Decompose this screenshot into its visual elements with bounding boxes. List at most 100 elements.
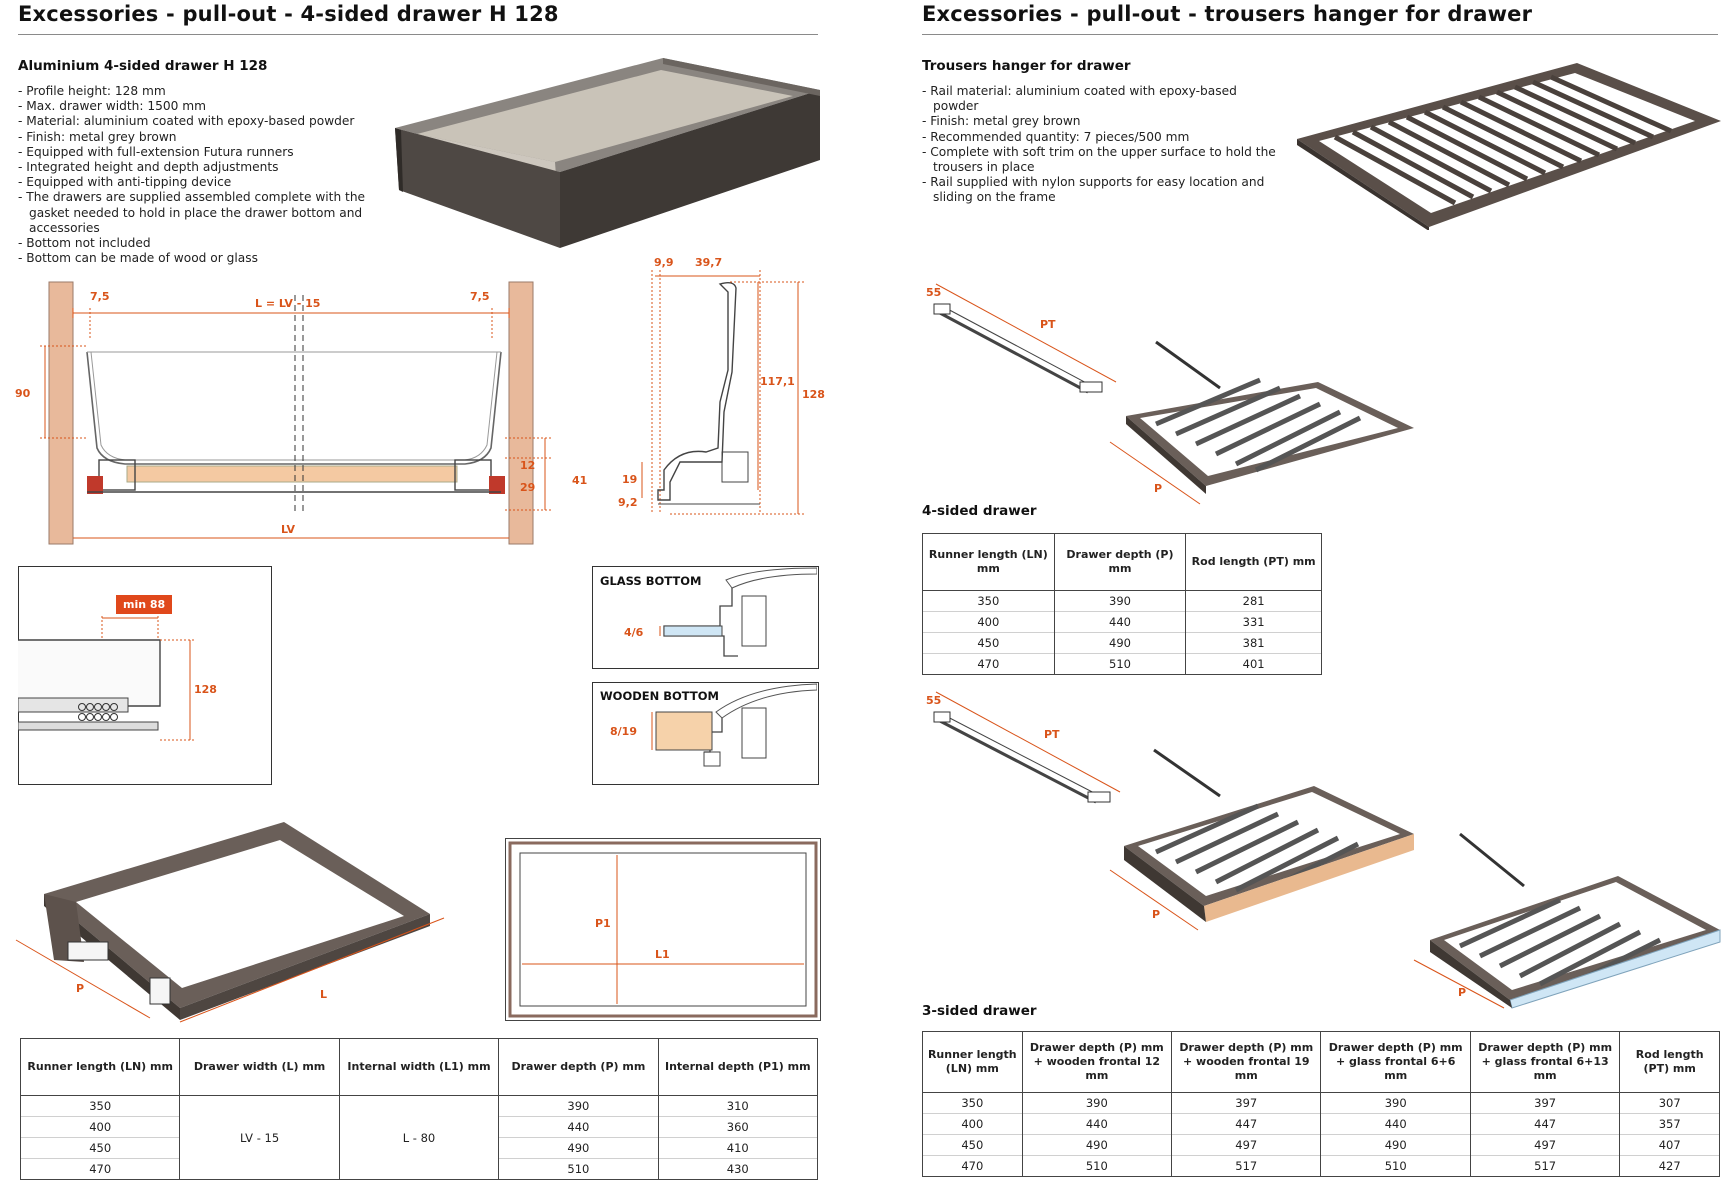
wooden-bottom-drawing: 8/19: [610, 683, 817, 767]
rail2-dim-55: 55: [926, 694, 941, 707]
table-row: 350 390 281: [922, 590, 1322, 612]
four-sided-table: Runner length (LN) mm Drawer depth (P) m…: [922, 533, 1322, 675]
table-header-row: Runner length (LN) mm Drawer width (L) m…: [19, 1038, 819, 1096]
rail-dim-55: 55: [926, 286, 941, 299]
cell: 350: [922, 590, 1055, 612]
col-header: Rod length (PT) mm: [1185, 533, 1322, 591]
three-sided-table: Runner length (LN) mm Drawer depth (P) m…: [922, 1031, 1720, 1177]
table-row: 450 490 497 490 497 407: [922, 1134, 1720, 1156]
cell: 470: [922, 653, 1055, 675]
profile-detail-drawing: 9,9 39,7 117,1 128 19 9,2: [618, 256, 825, 515]
dim-29: 29: [520, 481, 535, 494]
rail-4-sided-drawer-drawing: 55 PT P: [926, 283, 1414, 505]
table-row: 470 510 517 510 517 427: [922, 1155, 1720, 1177]
cell: 397: [1171, 1092, 1322, 1114]
cell: 470: [19, 1158, 181, 1180]
cell: 400: [922, 611, 1055, 633]
dim-128-profile: 128: [802, 388, 825, 401]
dim-inner-width: L = LV - 15: [255, 297, 320, 310]
right-subtitle: Trousers hanger for drawer: [922, 58, 1131, 74]
dim-12: 12: [520, 459, 535, 472]
col-header: Internal width (L1) mm: [338, 1038, 500, 1096]
trousers-hanger-product-image: [1297, 63, 1721, 230]
col-header: Drawer depth (P) mm: [498, 1038, 659, 1096]
cell: 397: [1469, 1092, 1621, 1114]
col-header: Rod length (PT) mm: [1619, 1031, 1720, 1093]
cell: 490: [1053, 632, 1187, 654]
cell: 510: [498, 1158, 659, 1180]
cell: 390: [1053, 590, 1187, 612]
dim-lv: LV: [281, 523, 295, 536]
cell: 390: [1021, 1092, 1173, 1114]
drawer-cross-section: 7,5 7,5 L = LV - 15 90 12 29 LV: [15, 281, 551, 545]
drawer-dim-p-glass: P: [1458, 986, 1466, 999]
iso-dim-l: L: [320, 988, 327, 1001]
dim-9-9: 9,9: [654, 256, 674, 269]
drawer-dim-p-wood: P: [1152, 908, 1160, 921]
cell: 447: [1469, 1113, 1621, 1135]
cell: 331: [1185, 611, 1322, 633]
cell: 490: [1021, 1134, 1173, 1156]
col-header: Runner length (LN) mm: [922, 533, 1055, 591]
spec-item: Rail supplied with nylon supports for ea…: [922, 175, 1282, 205]
spec-item: Rail material: aluminium coated with epo…: [922, 84, 1282, 114]
spec-item: Max. drawer width: 1500 mm: [18, 99, 368, 114]
table-header-row: Runner length (LN) mm Drawer depth (P) m…: [922, 533, 1322, 591]
cell: 350: [922, 1092, 1023, 1114]
cell: 381: [1185, 632, 1322, 654]
col-header: Drawer width (L) mm: [179, 1038, 340, 1096]
left-title-rule: [18, 34, 818, 35]
dim-side-gap-left: 7,5: [90, 290, 110, 303]
cell: 440: [1320, 1113, 1471, 1135]
table-row: 350 390 397 390 397 307: [922, 1092, 1720, 1114]
dim-side-gap-right: 7,5: [470, 290, 490, 303]
dim-height-90: 90: [15, 387, 31, 400]
dim-4-6: 4/6: [624, 626, 644, 639]
cell: 510: [1053, 653, 1187, 675]
cell: 450: [19, 1137, 181, 1159]
cell: 470: [922, 1155, 1023, 1177]
col-header: Drawer depth (P) mm + wooden frontal 19 …: [1171, 1031, 1322, 1093]
cell: 390: [1320, 1092, 1471, 1114]
cell-internal-width: L - 80: [338, 1095, 500, 1180]
cell: 430: [657, 1158, 819, 1180]
cell: 350: [19, 1095, 181, 1117]
right-title-rule: [922, 34, 1718, 35]
cell: 310: [657, 1095, 819, 1117]
glass-bottom-label: GLASS BOTTOM: [600, 574, 702, 588]
cell: 281: [1185, 590, 1322, 612]
spec-item: Bottom not included: [18, 236, 368, 251]
cell: 497: [1469, 1134, 1621, 1156]
cell: 440: [1021, 1113, 1173, 1135]
cell: 400: [19, 1116, 181, 1138]
left-subtitle: Aluminium 4-sided drawer H 128: [18, 58, 268, 74]
dim-9-2: 9,2: [618, 496, 638, 509]
rail2-dim-pt: PT: [1044, 728, 1060, 741]
spec-item: Equipped with anti-tipping device: [18, 175, 368, 190]
dim-8-19: 8/19: [610, 725, 637, 738]
cell: 400: [922, 1113, 1023, 1135]
wooden-bottom-label: WOODEN BOTTOM: [600, 689, 719, 703]
left-page-title: Excessories - pull-out - 4-sided drawer …: [18, 2, 559, 26]
rail-dim-pt: PT: [1040, 318, 1056, 331]
col-header: Runner length (LN) mm: [19, 1038, 181, 1096]
col-header: Runner length (LN) mm: [922, 1031, 1023, 1093]
table-row: 400 440 331: [922, 611, 1322, 633]
spec-item: Equipped with full-extension Futura runn…: [18, 145, 368, 160]
cell: 517: [1171, 1155, 1322, 1177]
dim-128-runner: 128: [194, 683, 217, 696]
cell: 407: [1619, 1134, 1720, 1156]
dim-19: 19: [622, 473, 637, 486]
cell: 510: [1021, 1155, 1173, 1177]
col-header: Drawer depth (P) mm: [1053, 533, 1187, 591]
cell: 307: [1619, 1092, 1720, 1114]
table-header-row: Runner length (LN) mm Drawer depth (P) m…: [922, 1031, 1720, 1093]
cell: 410: [657, 1137, 819, 1159]
cell: 440: [498, 1116, 659, 1138]
spec-item: Bottom can be made of wood or glass: [18, 251, 368, 266]
spec-item: Finish: metal grey brown: [922, 114, 1282, 129]
left-spec-list: Profile height: 128 mm Max. drawer width…: [18, 84, 368, 266]
spec-item: The drawers are supplied assembled compl…: [18, 190, 368, 236]
glass-bottom-drawing: 4/6: [624, 567, 817, 657]
plan-dim-p1: P1: [595, 917, 611, 930]
